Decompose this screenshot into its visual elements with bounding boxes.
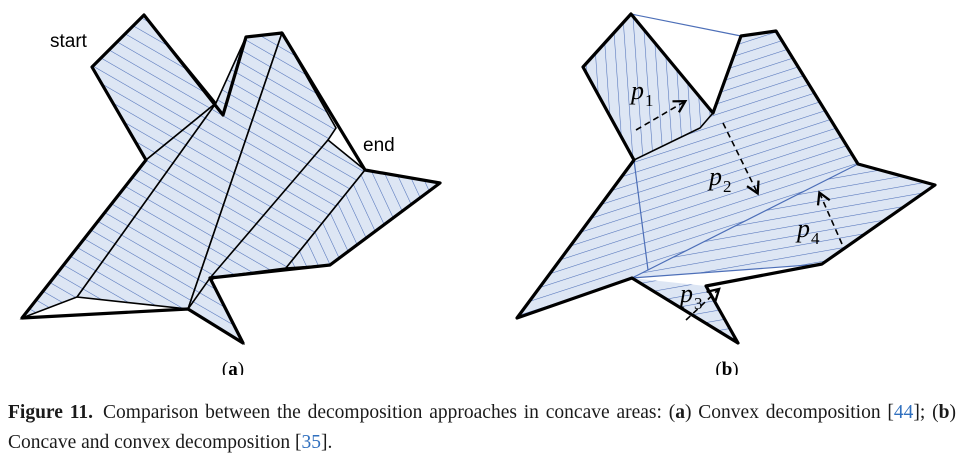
path-label-p3: p3 — [678, 279, 703, 313]
region-p4 — [632, 164, 935, 278]
citation-link[interactable]: 35 — [301, 432, 322, 453]
panel-b-label: (b) — [715, 359, 738, 375]
path-label-p1: p1 — [629, 76, 654, 110]
panel-a: start end (a) — [19, 13, 442, 375]
citation-link[interactable]: 44 — [893, 402, 914, 423]
path-label-p4: p4 — [795, 214, 820, 248]
region-p2 — [517, 31, 858, 318]
start-label: start — [50, 31, 88, 52]
panel-a-label: (a) — [222, 359, 244, 375]
panel-a-outline — [20, 13, 442, 345]
caption-text: Comparison between the decomposition app… — [103, 402, 676, 423]
decomposition-figure: start end (a) p1 p — [19, 12, 937, 375]
path-label-p2: p2 — [707, 162, 732, 196]
panel-b-outline — [515, 12, 937, 345]
figure-number: Figure 11. — [8, 402, 94, 423]
sweep-arrows — [635, 100, 843, 321]
panel-b: p1 p2 p3 p4 (b) — [515, 12, 937, 375]
end-label: end — [363, 135, 395, 156]
figure-caption: Figure 11. Comparison between the decompo… — [8, 402, 957, 453]
